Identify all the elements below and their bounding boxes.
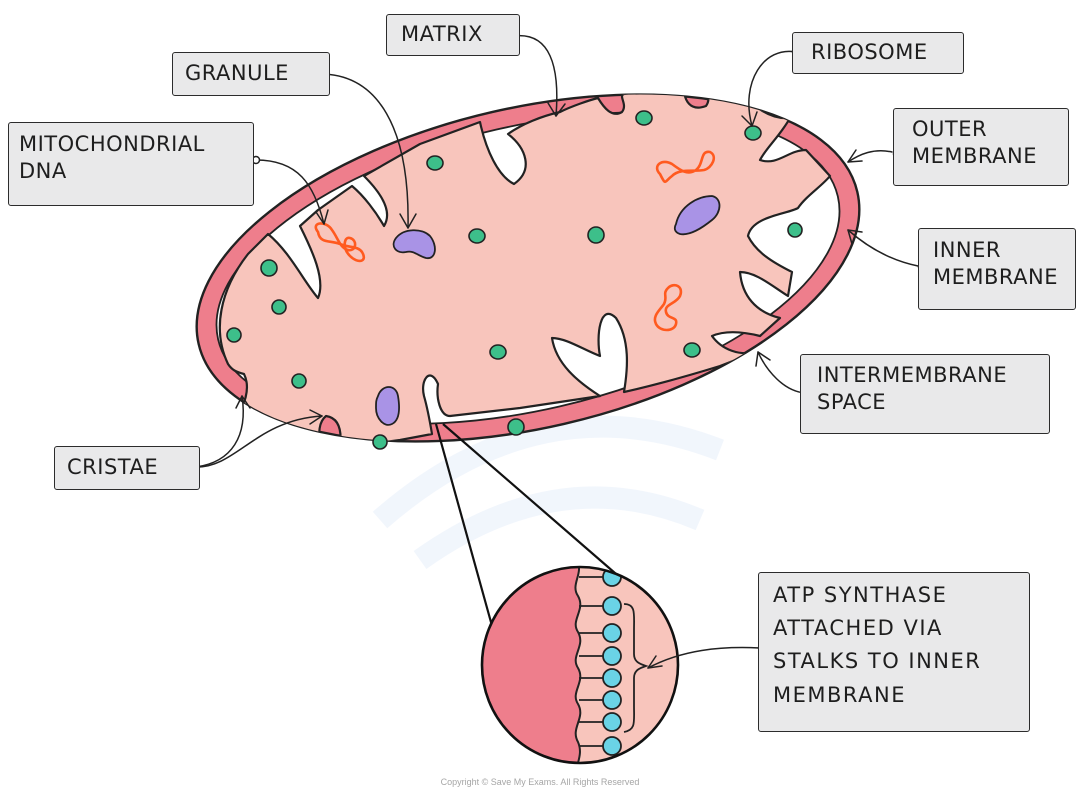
atp-synthase-head (603, 669, 621, 687)
matrix-label-line: MATRIX (401, 21, 519, 48)
outer-membrane-label: OUTER MEMBRANE (893, 108, 1069, 186)
ribosome (292, 374, 306, 388)
atp-synthase-head (603, 597, 621, 615)
mitochondrial-dna-label: MITOCHONDRIAL DNA (8, 122, 254, 206)
ribosome (227, 328, 241, 342)
atp-synthase-zoom (470, 560, 678, 772)
atp-synthase-head (603, 624, 621, 642)
inner-membrane-label-line-2: MEMBRANE (933, 264, 1075, 291)
ribosome (588, 227, 604, 243)
inner-membrane-label: INNER MEMBRANE (918, 228, 1076, 310)
atp-synthase-label-line-2: ATTACHED VIA (773, 612, 1029, 645)
intermembrane-space-label-line-2: SPACE (817, 389, 1049, 416)
atp-synthase-label-line-1: ATP SYNTHASE (773, 579, 1029, 612)
intermembrane-space-label: INTERMEMBRANE SPACE (800, 354, 1050, 434)
ribosome (508, 419, 524, 435)
ribosome (788, 223, 802, 237)
zoom-outer-region (470, 560, 580, 772)
atp-synthase-label-line-3: STALKS TO INNER (773, 645, 1029, 678)
ribosome (272, 300, 286, 314)
atp-synthase-head (603, 737, 621, 755)
matrix-label: MATRIX (386, 14, 520, 56)
inner-membrane-label-line-1: INNER (933, 237, 1075, 264)
atp-synthase-head (603, 691, 621, 709)
ribosome (427, 156, 443, 170)
copyright-notice: Copyright © Save My Exams. All Rights Re… (0, 777, 1080, 787)
outer-membrane-label-line-2: MEMBRANE (912, 143, 1068, 170)
atp-synthase-label-line-4: MEMBRANE (773, 679, 1029, 712)
ribosome (373, 435, 387, 449)
ribosome (261, 260, 277, 276)
outer-membrane-label-line-1: OUTER (912, 116, 1068, 143)
intermembrane-space-leader (758, 352, 806, 393)
ribosome (469, 229, 485, 243)
intermembrane-space-label-line-1: INTERMEMBRANE (817, 362, 1049, 389)
atp-synthase-head (603, 647, 621, 665)
atp-synthase-label: ATP SYNTHASE ATTACHED VIA STALKS TO INNE… (758, 572, 1030, 732)
ribosome-label-line: RIBOSOME (811, 39, 963, 66)
ribosome (745, 126, 761, 140)
atp-synthase-head (603, 713, 621, 731)
granule (376, 387, 399, 425)
cristae-label: CRISTAE (54, 446, 200, 490)
ribosome (684, 343, 700, 357)
ribosome (636, 111, 652, 125)
cristae-label-line: CRISTAE (67, 454, 199, 481)
granule-label: GRANULE (172, 52, 330, 96)
watermark (380, 427, 720, 560)
mitochondrial-dna-label-line-1: MITOCHONDRIAL (19, 131, 253, 158)
ribosome-label: RIBOSOME (792, 32, 964, 74)
inner-membrane-leader (848, 230, 918, 266)
mitochondrion (163, 36, 894, 500)
ribosome (490, 345, 506, 359)
granule-label-line: GRANULE (185, 60, 329, 87)
mitochondrial-dna-label-line-2: DNA (19, 158, 253, 185)
